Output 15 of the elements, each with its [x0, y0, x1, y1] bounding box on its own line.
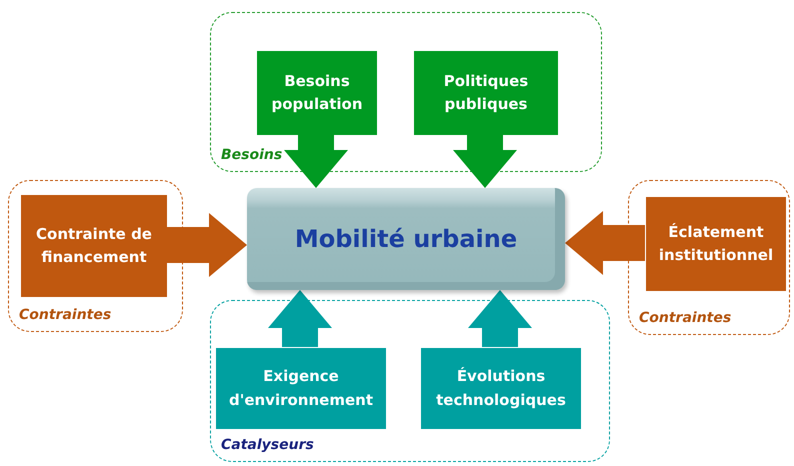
group-label: Contraintes — [639, 310, 732, 326]
block-arrow — [268, 290, 332, 347]
block-arrow — [468, 290, 532, 347]
block-arrow — [166, 213, 247, 277]
block-arrow — [284, 134, 348, 188]
dashed-group-frame — [210, 300, 610, 462]
group-label: Contraintes — [19, 307, 112, 323]
group-label: Catalyseurs — [221, 437, 314, 453]
group-label: Besoins — [221, 147, 282, 163]
block-arrow — [453, 134, 517, 188]
dashed-group-frame — [210, 12, 602, 172]
block-arrow — [565, 211, 645, 275]
central-3d-box: Mobilité urbaine — [247, 188, 565, 290]
dashed-group-frame — [628, 180, 790, 335]
dashed-group-frame — [8, 180, 183, 332]
